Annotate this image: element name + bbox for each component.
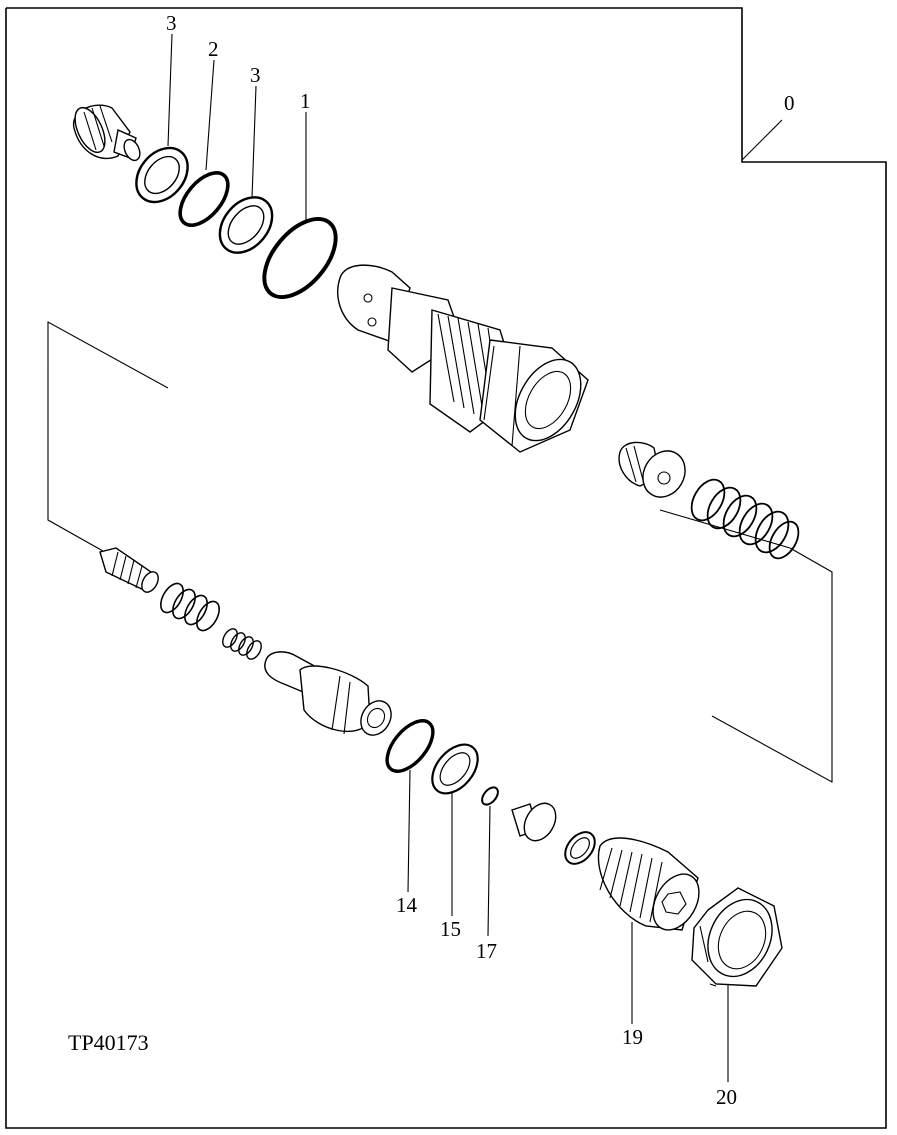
backup-ring-3a: [135, 146, 189, 204]
o-ring-2: [178, 171, 230, 227]
callout-14: 14: [396, 893, 418, 917]
upper-poppet-part: [73, 104, 141, 162]
assembly-frame: [5, 7, 887, 1129]
callout-2: 2: [208, 37, 219, 61]
valve-body-part: [337, 264, 589, 453]
group-bracket-left: [47, 321, 169, 556]
reference-code: TP40173: [68, 1030, 149, 1055]
small-coil-part: [222, 628, 262, 660]
callout-1: 1: [300, 89, 311, 113]
callout-17: 17: [476, 939, 497, 963]
leader-2: [205, 59, 215, 171]
group-bracket-right: [711, 547, 833, 783]
o-ring-1: [262, 216, 338, 300]
small-ring-part: [564, 831, 596, 865]
small-poppet-part: [618, 441, 686, 498]
o-ring-17: [481, 786, 499, 806]
lower-spring-part: [160, 582, 220, 632]
threaded-plug-19: [597, 837, 700, 931]
callout-3b: 3: [250, 63, 261, 87]
callout-20: 20: [716, 1085, 737, 1109]
backup-ring-3b: [218, 196, 274, 254]
leader-3a: [167, 33, 173, 147]
backup-ring-15: [431, 743, 479, 795]
callout-0: 0: [784, 91, 795, 115]
callout-15: 15: [440, 917, 461, 941]
leader-14: [407, 769, 411, 893]
upper-spring-part: [690, 478, 800, 560]
lower-spool-part: [264, 651, 392, 736]
leader-3b: [251, 85, 257, 199]
leader-17: [487, 805, 491, 937]
o-ring-14: [385, 719, 435, 773]
leader-0: [741, 119, 783, 161]
callout-3a: 3: [166, 11, 177, 35]
callout-19: 19: [622, 1025, 643, 1049]
lower-stem-part: [99, 547, 159, 593]
nut-20: [691, 887, 783, 987]
small-plug-part: [511, 802, 557, 842]
